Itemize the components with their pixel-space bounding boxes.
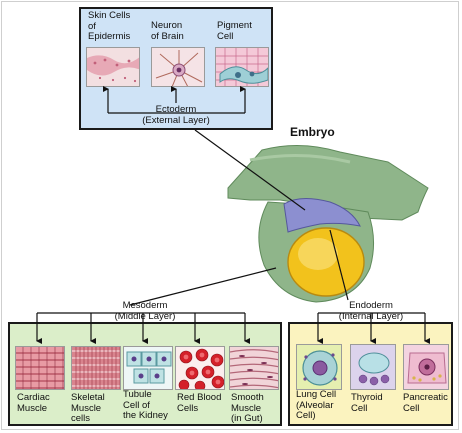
connector-lines <box>36 86 430 344</box>
embryo-title: Embryo <box>290 125 335 139</box>
mesoderm-label: Mesoderm(Middle Layer) <box>100 300 190 322</box>
thyroid-cell-image <box>350 344 396 390</box>
red-blood-cells-image <box>175 346 225 390</box>
skin-cells-image <box>86 47 140 87</box>
cardiac-muscle-image <box>15 346 65 390</box>
skeletal-muscle-image <box>71 346 121 390</box>
neuron-image <box>151 47 205 87</box>
ectoderm-label: Ectoderm(External Layer) <box>142 104 210 126</box>
pancreatic-cell-image <box>403 344 449 390</box>
ectoderm-layer-shape <box>283 198 361 233</box>
kidney-tubule-image <box>123 346 173 390</box>
lung-cell-image <box>296 344 342 390</box>
smooth-muscle-image <box>229 346 279 390</box>
embryo-illustration <box>227 144 429 303</box>
